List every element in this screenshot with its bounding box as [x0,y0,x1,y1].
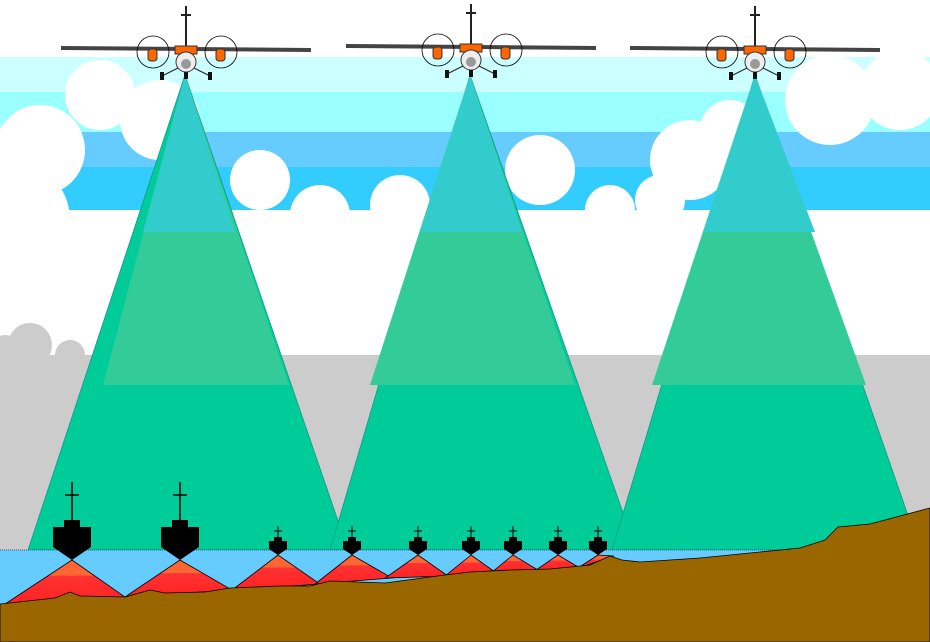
sensor-beams [27,73,921,550]
sonar-cones [3,554,615,605]
seabed [0,507,930,642]
sonar-cone [383,554,450,579]
sonar-cone [313,554,394,585]
sensor-beam [611,73,921,550]
haze-clouds [0,323,85,370]
sensor-beam [329,73,637,550]
sensor-beam [27,73,349,550]
